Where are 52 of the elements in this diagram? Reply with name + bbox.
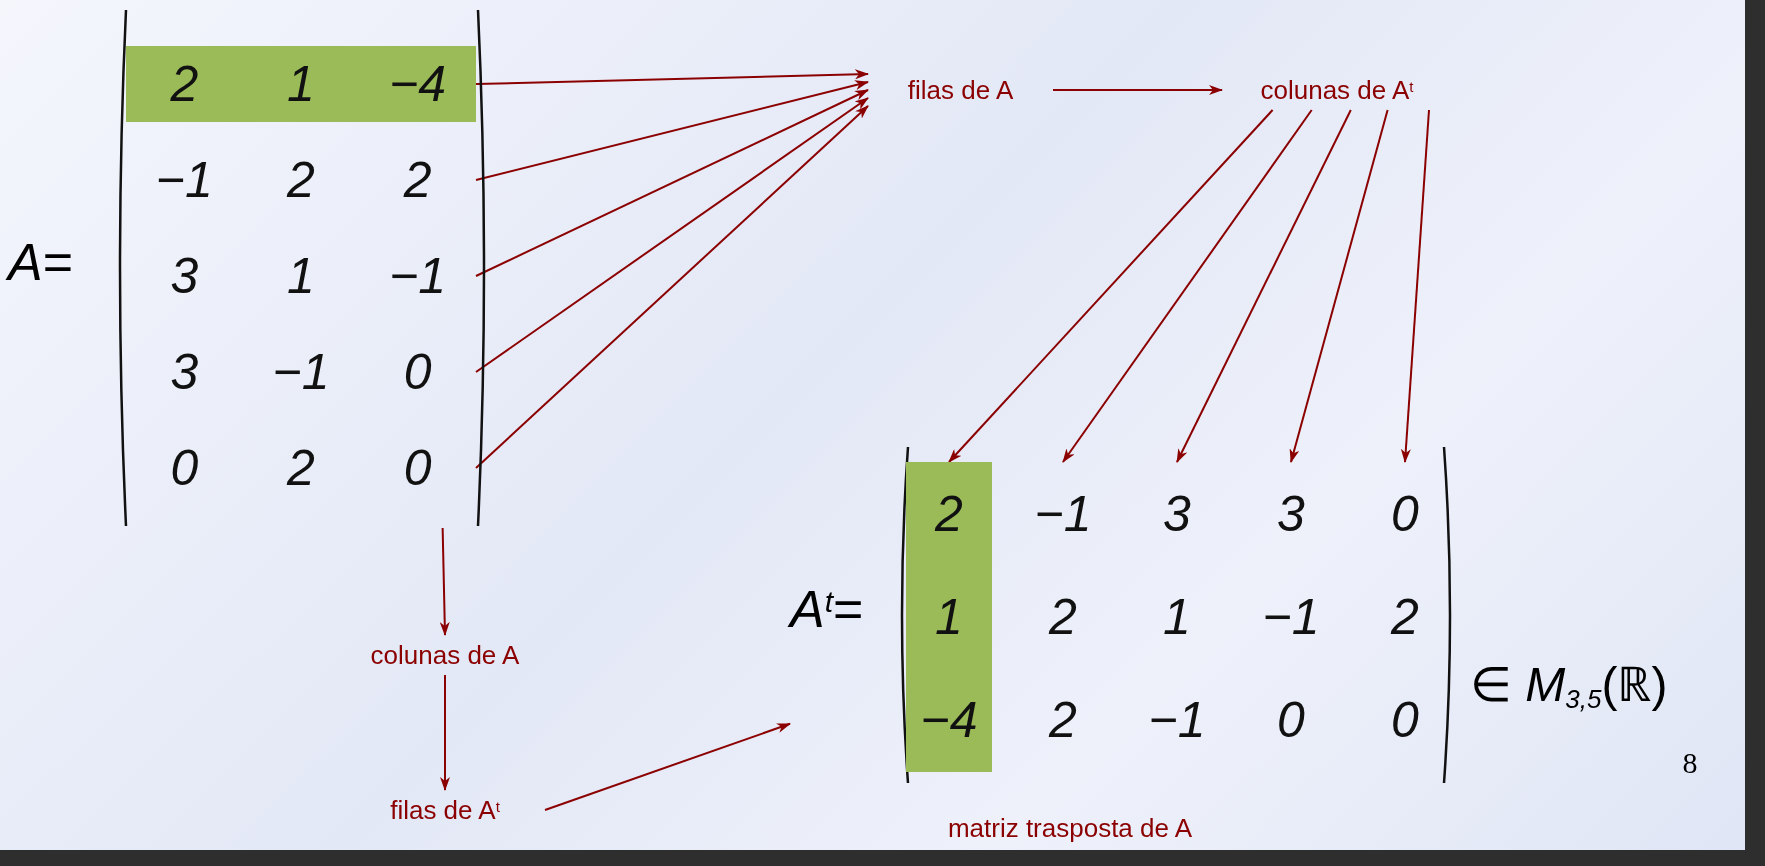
arrow (1062, 109, 1313, 463)
matrix-entry: 3 (169, 343, 200, 402)
arrow (475, 105, 869, 469)
matrix-entry: 0 (1276, 691, 1306, 751)
matrix-entry: −1 (388, 247, 448, 306)
matrix-entry: −1 (1033, 484, 1093, 544)
matrix-entry: 2 (402, 151, 433, 210)
arrow (475, 80, 869, 181)
matrix-entry: 0 (1390, 691, 1420, 751)
matrix-entry: 0 (402, 343, 433, 402)
matrix-entry: 2 (933, 484, 964, 544)
matrix-entry: 1 (286, 247, 316, 306)
matrix-row (126, 46, 476, 122)
arrow (440, 674, 450, 791)
matrix-entry: 3 (1276, 484, 1306, 544)
arrow (948, 109, 1274, 463)
matrix-entry: 2 (169, 55, 200, 114)
matrix-entry: 0 (1390, 484, 1420, 544)
text-label: colunas de A$^{t}$ (1222, 70, 1452, 110)
matrix-entry: 0 (169, 439, 200, 498)
arrow (475, 69, 869, 85)
arrow (439, 527, 450, 636)
arrow (475, 97, 869, 373)
matrix-entry: 3 (1162, 484, 1192, 544)
matrix-entry: −1 (271, 343, 331, 402)
matrix-entry: −4 (388, 55, 448, 114)
matrix-entry: 1 (286, 55, 316, 114)
arrow (1052, 85, 1223, 95)
arrow (475, 89, 869, 277)
matrix-entry: −4 (919, 691, 979, 751)
matrix-entry: 2 (1389, 588, 1420, 647)
matrix-entry: 0 (402, 439, 433, 498)
matrix-entry: 2 (1047, 588, 1078, 647)
arrow (1176, 109, 1352, 463)
text-label: filas de A (868, 70, 1053, 110)
matrix-entry: −1 (1261, 588, 1321, 647)
matrix-entry: −1 (154, 151, 214, 210)
matrix-entry: 3 (169, 247, 200, 306)
arrow (1400, 109, 1430, 463)
matrix-entry: 2 (285, 439, 316, 498)
matrix-entry: −1 (1147, 691, 1207, 751)
matrix-entry: 2 (1047, 691, 1078, 751)
matrix-label: matriz trasposta de A (947, 815, 1193, 841)
matrix-column (906, 462, 992, 772)
page-number: 8 (1681, 745, 1699, 781)
matrix-entry: 1 (934, 588, 964, 647)
text-label: filas de A$^{t}$ (345, 790, 545, 830)
arrow (544, 722, 791, 811)
matrix-entry: 2 (285, 151, 316, 210)
matrix-entry: 1 (1162, 588, 1192, 647)
text-label: colunas de A (320, 635, 570, 675)
arrow (1289, 109, 1389, 463)
